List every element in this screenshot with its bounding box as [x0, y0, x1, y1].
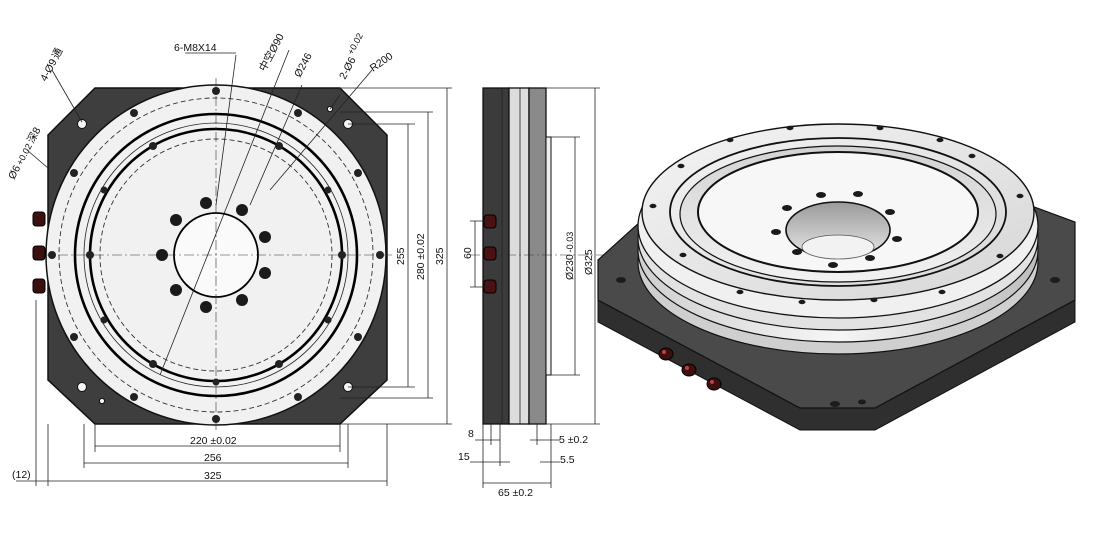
front-leaders [26, 49, 373, 376]
iso-bore-holes [771, 191, 902, 268]
front-view: 4-Ø9通 Ø6+0.02深8 6-M8X14 中空Ø90 Ø246 2-Ø6+… [6, 31, 452, 486]
front-connectors [32, 211, 46, 294]
front-outer-holes [48, 87, 384, 423]
dim-325-side-label: Ø325 [583, 249, 595, 275]
dim-5-5-label: 5.5 [560, 454, 575, 466]
side-hub [545, 136, 552, 376]
side-view: 60 Ø230-0.03 Ø325 8 15 65 ±0.2 5 ±0.2 5.… [458, 87, 610, 499]
radius-label: R200 [368, 50, 396, 74]
front-dim-lines-v [340, 87, 452, 425]
holes-label: 4-Ø9通 [38, 46, 66, 84]
dim-325-v-label: 325 [434, 247, 446, 265]
iso-top-ring-1 [669, 137, 1007, 287]
dim-65-label: 65 ±0.2 [498, 487, 533, 499]
dim-12-label: (12) [12, 469, 31, 481]
iso-connectors [658, 347, 722, 391]
pin-holes-label: 2-Ø6+0.02 [334, 31, 371, 81]
iso-bore-bottom [801, 234, 875, 260]
dim-220-label: 220 ±0.02 [190, 435, 237, 447]
pcd-label: Ø246 [292, 51, 315, 79]
dim-255-v-label: 255 [395, 247, 407, 265]
dim-256-label: 256 [204, 452, 222, 464]
left-pin-label: Ø6+0.02深8 [6, 125, 43, 181]
side-dim-lines [470, 87, 600, 488]
dim-5-label: 5 ±0.2 [559, 434, 588, 446]
isometric-view [597, 123, 1076, 431]
side-mid-ring [508, 87, 530, 425]
dim-8-label: 8 [468, 428, 474, 440]
side-connectors [483, 214, 497, 294]
front-bore-holes [156, 197, 271, 313]
dim-15-label: 15 [458, 451, 470, 463]
front-ring-holes [86, 142, 346, 386]
dim-60-label: 60 [462, 247, 474, 259]
side-top-ring [528, 87, 547, 425]
tapped-holes-label: 6-M8X14 [174, 42, 217, 54]
dim-325-h-label: 325 [204, 470, 222, 482]
iso-rim-holes [649, 125, 1024, 305]
front-dim-lines-h [16, 300, 388, 486]
dim-280-v-label: 280 ±0.02 [415, 233, 427, 280]
iso-base-holes [616, 277, 1060, 407]
dim-230-label: Ø230-0.03 [564, 232, 576, 280]
